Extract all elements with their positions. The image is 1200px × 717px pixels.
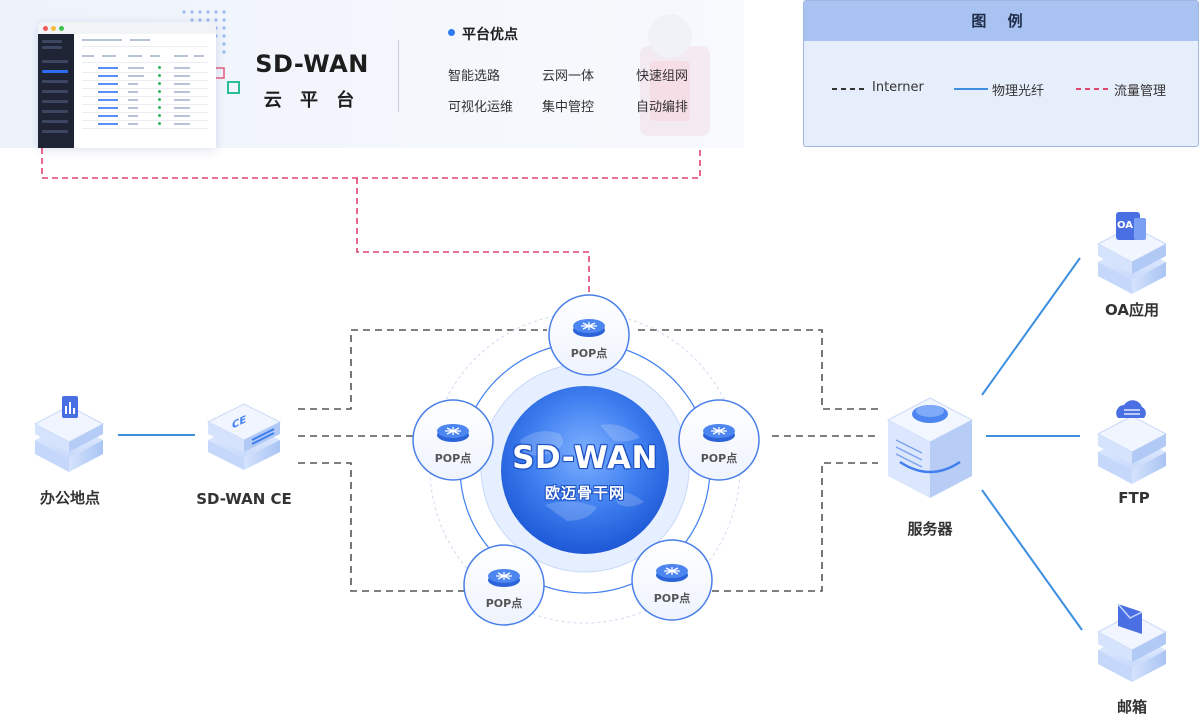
mail-label: 邮箱 bbox=[1116, 698, 1147, 716]
banner-divider bbox=[398, 40, 399, 112]
advantage-item: 自动编排 bbox=[636, 100, 689, 115]
legend-fiber-label: 物理光纤 bbox=[992, 84, 1045, 99]
legend-title: 图 例 bbox=[804, 1, 1198, 41]
background-decoration bbox=[640, 14, 710, 136]
pop-label: POP点 bbox=[700, 452, 738, 465]
legend-internet-label: Interner bbox=[872, 80, 924, 95]
mail-icon bbox=[1096, 603, 1168, 682]
pop-label: POP点 bbox=[434, 452, 472, 465]
core-network-subtitle: 欧迈骨干网 bbox=[544, 484, 625, 502]
traffic-management-line bbox=[41, 148, 701, 298]
core-globe-icon bbox=[501, 386, 669, 554]
platform-screenshot-thumbnail bbox=[38, 22, 216, 148]
fiber-links bbox=[118, 257, 1083, 631]
legend-fiber-swatch bbox=[954, 88, 988, 90]
advantage-item: 云网一体 bbox=[542, 69, 595, 84]
ftp-icon bbox=[1096, 400, 1168, 484]
ce-device-icon bbox=[206, 403, 282, 470]
advantage-item: 集中管控 bbox=[542, 100, 595, 115]
legend-traffic-label: 流量管理 bbox=[1114, 84, 1167, 99]
advantage-item: 可视化运维 bbox=[448, 100, 514, 115]
pop-node bbox=[548, 294, 630, 376]
advantage-item: 智能选路 bbox=[448, 69, 501, 84]
oa-badge: OA bbox=[1117, 220, 1133, 231]
office-label: 办公地点 bbox=[39, 489, 100, 507]
ftp-label: FTP bbox=[1118, 489, 1150, 507]
pop-node bbox=[631, 539, 713, 621]
pop-node bbox=[412, 399, 494, 481]
dot-grid-decoration bbox=[182, 10, 226, 54]
pop-node bbox=[678, 399, 760, 481]
legend-panel: 图 例 Interner 物理光纤 流量管理 bbox=[803, 0, 1199, 147]
advantages-title: 平台优点 bbox=[462, 27, 518, 43]
ce-label: SD-WAN CE bbox=[196, 490, 292, 508]
core-network-title: SD-WAN bbox=[512, 440, 658, 476]
internet-links bbox=[298, 329, 878, 592]
oa-label: OA应用 bbox=[1105, 301, 1159, 319]
legend-traffic-swatch bbox=[1076, 88, 1110, 90]
legend-internet-swatch bbox=[832, 88, 866, 90]
advantage-item: 快速组网 bbox=[636, 69, 689, 84]
platform-title: SD-WAN bbox=[255, 50, 369, 78]
server-icon bbox=[886, 397, 974, 498]
server-label: 服务器 bbox=[907, 520, 953, 538]
bullet-dot-icon bbox=[448, 29, 455, 36]
platform-subtitle: 云 平 台 bbox=[263, 90, 361, 111]
pop-label: POP点 bbox=[485, 597, 523, 610]
pop-label: POP点 bbox=[653, 592, 691, 605]
pop-label: POP点 bbox=[570, 347, 608, 360]
pop-node bbox=[463, 544, 545, 626]
oa-app-icon bbox=[1096, 212, 1168, 294]
core-rings bbox=[429, 312, 741, 624]
office-icon bbox=[33, 396, 105, 472]
